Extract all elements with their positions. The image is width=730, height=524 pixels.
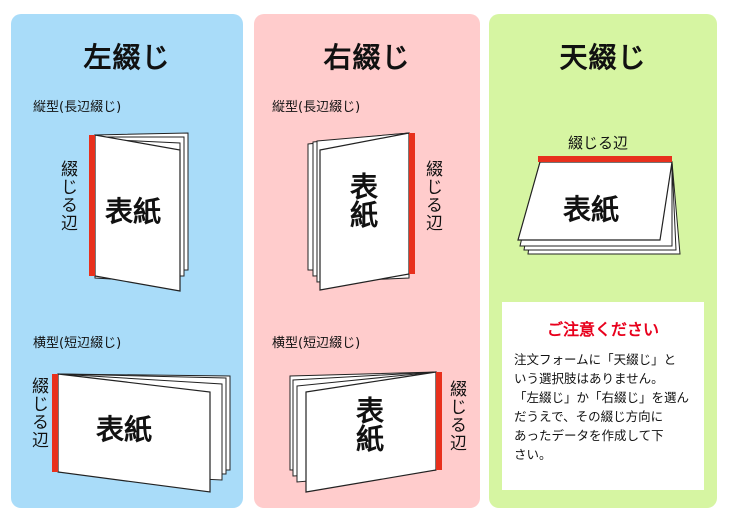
notice-body: 注文フォームに「天綴じ」と いう選択肢はありません。 「左綴じ」か「右綴じ」を選… — [514, 350, 696, 464]
notice-line: さい。 — [514, 447, 552, 462]
notice-line: いう選択肢はありません。 — [514, 371, 664, 386]
cover-text: 表紙 — [96, 413, 153, 446]
landscape-label: 横型(短辺綴じ) — [33, 336, 122, 351]
notice-line: あったデータを作成して下 — [514, 428, 664, 443]
landscape-label: 横型(短辺綴じ) — [272, 336, 361, 351]
panel-title: 左綴じ — [83, 41, 171, 74]
portrait-label: 縦型(長辺綴じ) — [272, 100, 361, 115]
cover-text: 表紙 — [346, 172, 379, 228]
cover-text: 表紙 — [563, 193, 620, 226]
binding-edge-label: 綴じる辺 — [28, 377, 48, 449]
notice-title: ご注意ください — [546, 320, 659, 339]
binding-edge-label: 綴じる辺 — [422, 160, 442, 232]
binding-edge-label: 綴じる辺 — [57, 160, 77, 232]
panel-title: 右綴じ — [323, 41, 411, 74]
notice-line: 注文フォームに「天綴じ」と — [514, 352, 677, 367]
binding-edge-label: 綴じる辺 — [568, 134, 629, 152]
cover-text: 表紙 — [105, 195, 162, 228]
notice-line: 「左綴じ」か「右綴じ」を選ん — [514, 390, 690, 405]
panel-title: 天綴じ — [559, 41, 647, 74]
binding-edge-label: 綴じる辺 — [446, 380, 466, 452]
notice-line: だうえで、その綴じ方向に — [514, 409, 664, 424]
cover-text: 表紙 — [352, 396, 385, 452]
notice-box: ご注意ください 注文フォームに「天綴じ」と いう選択肢はありません。 「左綴じ」… — [502, 302, 704, 490]
portrait-label: 縦型(長辺綴じ) — [33, 100, 122, 115]
